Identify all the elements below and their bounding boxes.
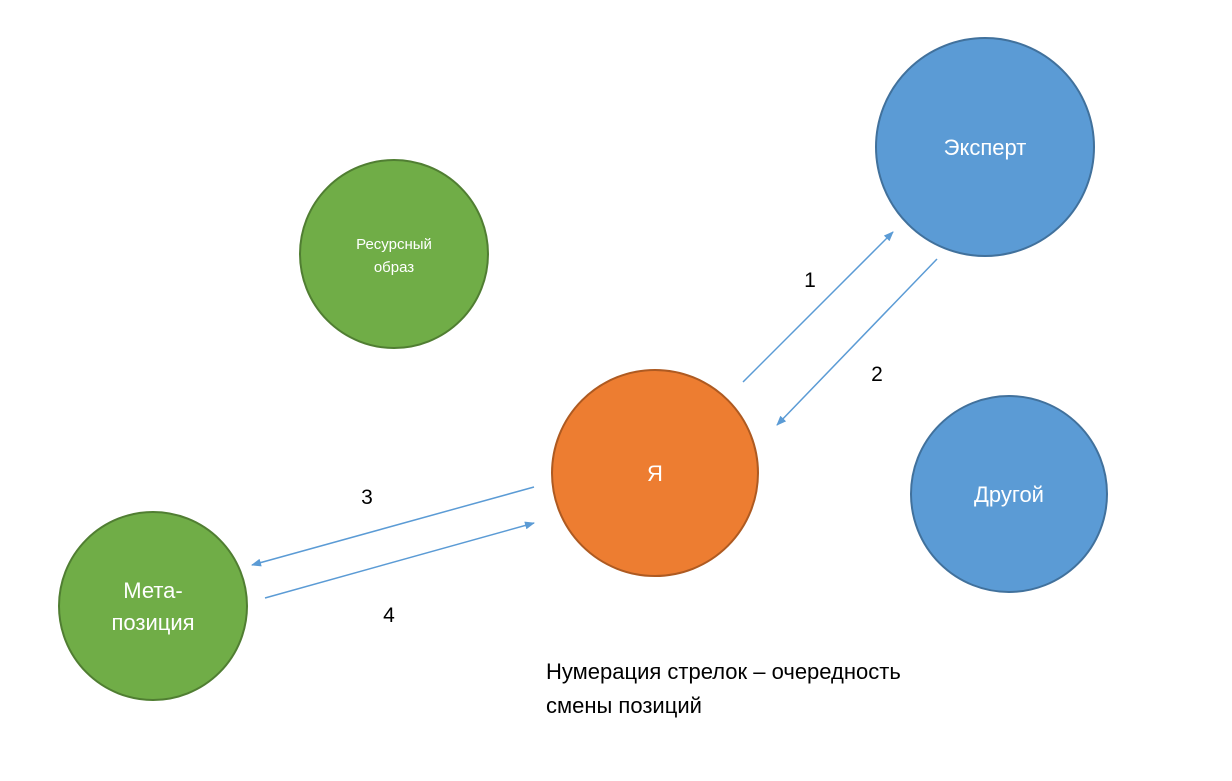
node-other-label: Другой bbox=[974, 482, 1044, 507]
node-meta-label-1: Мета- bbox=[123, 578, 182, 603]
arrow-1 bbox=[742, 231, 894, 383]
node-expert: Эксперт bbox=[875, 37, 1095, 257]
node-resource: Ресурсный образ bbox=[299, 159, 489, 349]
note-line-2: смены позиций bbox=[546, 693, 702, 718]
arrow-1-label: 1 bbox=[804, 269, 816, 292]
node-self: Я bbox=[551, 369, 759, 577]
node-resource-label-2: образ bbox=[374, 259, 414, 276]
arrow-2-label: 2 bbox=[871, 363, 883, 386]
arrow-3-label: 3 bbox=[361, 486, 373, 509]
node-resource-label-1: Ресурсный bbox=[356, 236, 432, 253]
numbering-note: Нумерация стрелок – очередность смены по… bbox=[546, 655, 901, 723]
arrow-2 bbox=[776, 258, 938, 426]
node-self-label: Я bbox=[647, 461, 663, 486]
arrow-3 bbox=[251, 486, 535, 567]
arrow-4-label: 4 bbox=[383, 604, 395, 627]
node-other: Другой bbox=[910, 395, 1108, 593]
note-line-1: Нумерация стрелок – очередность bbox=[546, 659, 901, 684]
node-meta: Мета- позиция bbox=[58, 511, 248, 701]
node-meta-label-2: позиция bbox=[111, 610, 194, 635]
node-expert-label: Эксперт bbox=[944, 135, 1027, 160]
arrow-4 bbox=[264, 521, 535, 599]
